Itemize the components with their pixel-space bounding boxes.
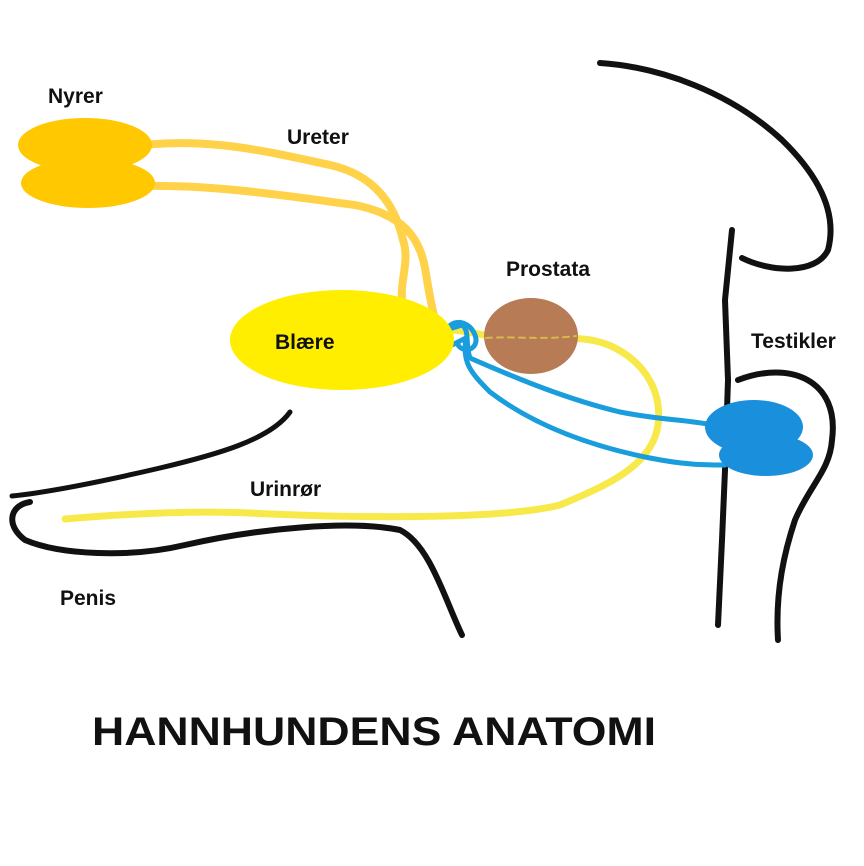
label-penis: Penis	[60, 587, 116, 610]
testicle-lower	[719, 434, 813, 476]
body-outline-rump	[597, 60, 834, 272]
kidney-lower	[21, 158, 155, 208]
prostate	[484, 298, 578, 374]
body-outline-hind-leg-back	[735, 369, 836, 643]
urethra-through-prostate	[485, 335, 577, 339]
body-outline-prepuce	[9, 499, 465, 638]
label-bladder: Blære	[275, 331, 335, 354]
vas-deferens-loop	[445, 319, 479, 353]
body-outline-belly	[9, 409, 293, 499]
ureter-lower	[114, 181, 438, 319]
label-kidneys: Nyrer	[48, 85, 103, 108]
ureter-upper	[116, 139, 410, 301]
diagram-title: HANNHUNDENS ANATOMI	[92, 710, 656, 754]
label-ureter: Ureter	[287, 126, 349, 149]
label-prostate: Prostata	[506, 258, 590, 281]
label-urethra: Urinrør	[250, 478, 321, 501]
kidney-upper	[18, 118, 152, 172]
vas-deferens-lower	[449, 335, 728, 468]
bladder	[230, 290, 454, 390]
label-testicles: Testikler	[751, 330, 836, 353]
